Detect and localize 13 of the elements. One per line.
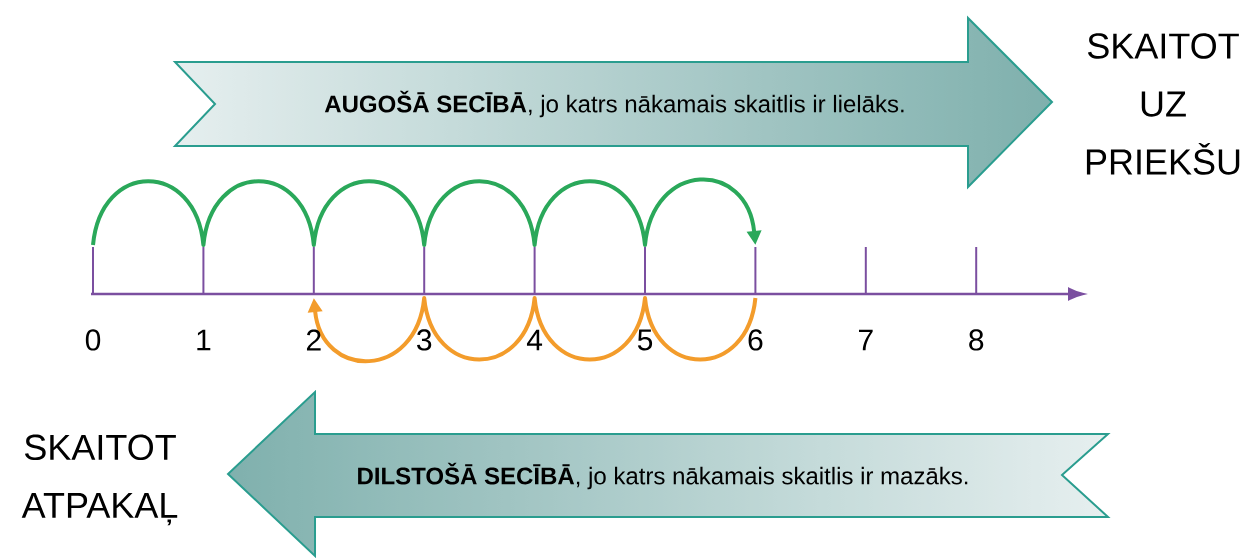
direction-caption: SKAITOT UZ PRIEKŠU <box>1086 33 1240 175</box>
number-label: 8 <box>969 329 984 351</box>
arrow-banner: DILSTOŠĀ SECĪBĀ, jo katrs nākamais skaitlis ir mazāks. <box>226 389 1111 559</box>
number-label: 5 <box>637 329 653 351</box>
number-label: 7 <box>859 329 873 351</box>
number-label: 6 <box>748 329 763 351</box>
arrow-banner: AUGOŠĀ SECĪBĀ, jo katrs nākamais skaitlis ir lielāks. <box>172 15 1054 190</box>
number-label: 1 <box>197 329 211 351</box>
number-label: 4 <box>526 329 543 351</box>
number-label: 2 <box>306 329 321 351</box>
number-label: 3 <box>417 329 432 351</box>
direction-caption: SKAITOT ATPAKAĻ <box>21 434 178 526</box>
number-label: 0 <box>85 329 101 351</box>
